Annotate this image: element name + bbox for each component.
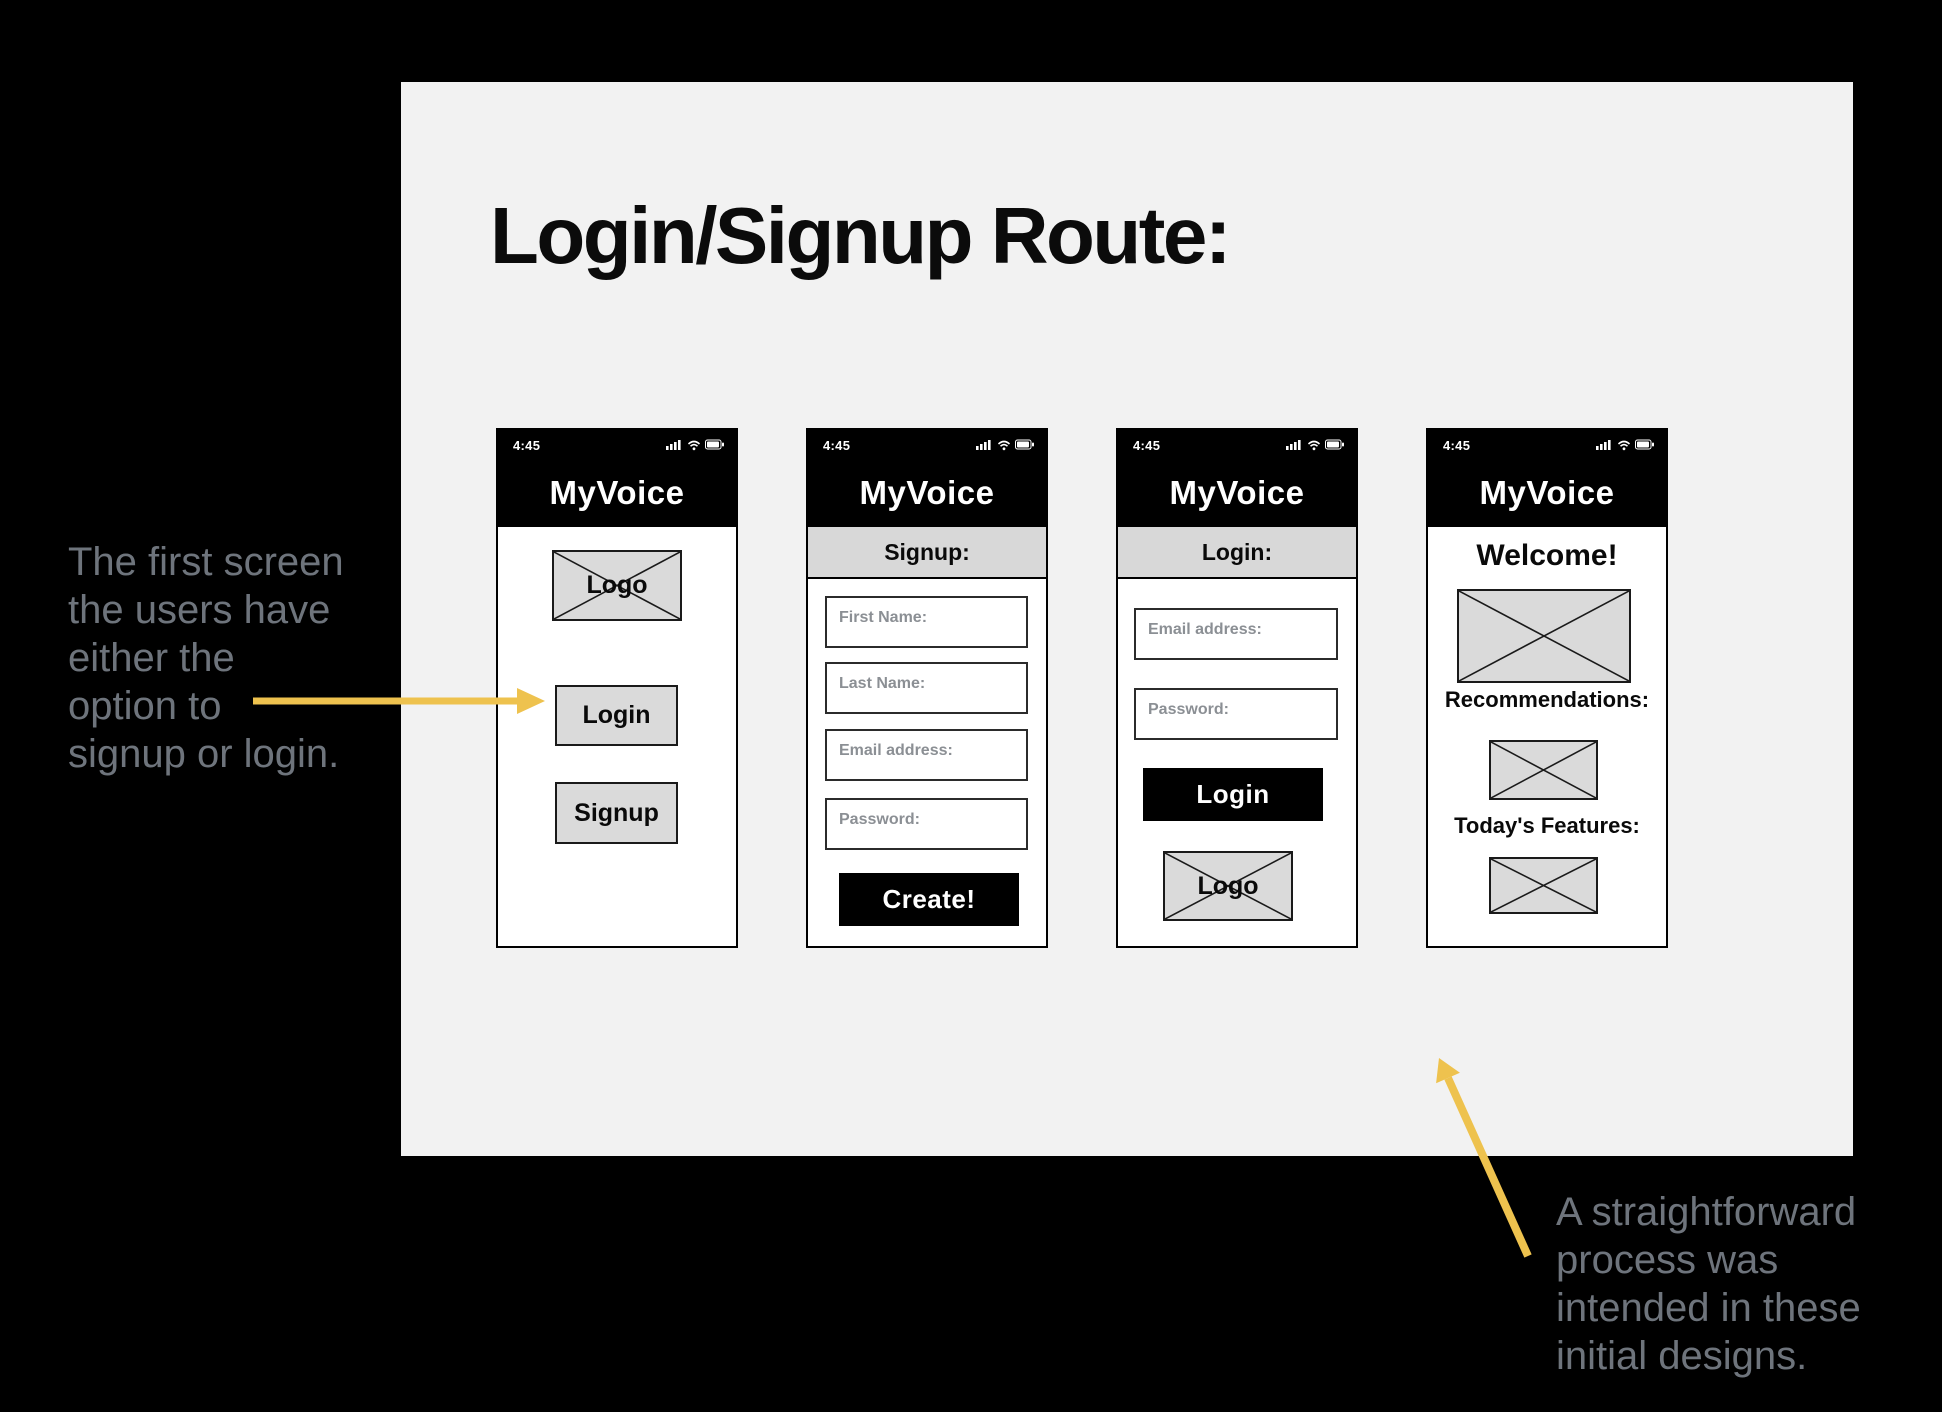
phone-header: 4:45 MyVoice (808, 430, 1046, 527)
password-field[interactable]: Password: (825, 798, 1028, 850)
todays-features-label: Today's Features: (1454, 813, 1640, 838)
app-title: MyVoice (1479, 474, 1615, 511)
placeholder-x-icon (554, 552, 680, 619)
wifi-icon (997, 440, 1011, 451)
annotation-straightforward: A straightforward process was intended i… (1556, 1190, 1861, 1378)
welcome-heading: Welcome! (1476, 539, 1618, 572)
status-time: 4:45 (1133, 438, 1161, 453)
placeholder-x-icon (1165, 853, 1291, 919)
login-button[interactable]: Login (555, 685, 678, 746)
placeholder-x-icon (1491, 859, 1596, 912)
page-title: Login/Signup Route: (490, 191, 1231, 280)
status-bar: 4:45 (808, 437, 1046, 453)
last-name-field[interactable]: Last Name: (825, 662, 1028, 714)
signup-button[interactable]: Signup (555, 782, 678, 844)
arrow-to-designs (1436, 1058, 1532, 1258)
first-name-field[interactable]: First Name: (825, 596, 1028, 648)
cellular-signal-icon (1286, 440, 1301, 450)
logo-label: Logo (1197, 871, 1259, 900)
app-title: MyVoice (549, 474, 685, 511)
status-bar: 4:45 (1118, 437, 1356, 453)
arrow-to-login-button (253, 688, 545, 714)
hero-image-placeholder (1457, 589, 1631, 683)
wifi-icon (1307, 440, 1321, 451)
logo-label: Logo (586, 571, 648, 599)
status-time: 4:45 (1443, 438, 1471, 453)
cellular-signal-icon (976, 440, 991, 450)
password-field[interactable]: Password: (1134, 688, 1338, 740)
app-title: MyVoice (859, 474, 995, 511)
battery-icon (705, 439, 724, 450)
status-time: 4:45 (513, 438, 541, 453)
phone-header: 4:45 MyVoice (1118, 430, 1356, 527)
phone-body: Logo Login Signup (498, 527, 736, 946)
logo-placeholder: Logo (552, 550, 682, 621)
phone-mockup-welcome: 4:45 MyVoice Welcome! Recommendations: T… (1426, 428, 1668, 948)
status-time: 4:45 (823, 438, 851, 453)
wifi-icon (1617, 440, 1631, 451)
placeholder-x-icon (1459, 591, 1629, 681)
annotation-first-screen: The first screen the users have either t… (68, 540, 344, 776)
phone-body: Signup: First Name: Last Name: Email add… (808, 527, 1046, 946)
phone-body: Login: Email address: Password: Login Lo… (1118, 527, 1356, 946)
battery-icon (1325, 439, 1344, 450)
signup-banner: Signup: (808, 527, 1046, 579)
login-banner: Login: (1118, 527, 1356, 579)
login-button[interactable]: Login (1143, 768, 1323, 821)
cellular-signal-icon (1596, 440, 1611, 450)
phone-header: 4:45 MyVoice (1428, 430, 1666, 527)
phone-body: Welcome! Recommendations: Today's Featur… (1428, 527, 1666, 946)
wifi-icon (687, 440, 701, 451)
recommendations-image-placeholder (1489, 740, 1598, 800)
create-button[interactable]: Create! (839, 873, 1019, 926)
logo-placeholder: Logo (1163, 851, 1293, 921)
cellular-signal-icon (666, 440, 681, 450)
recommendations-label: Recommendations: (1444, 687, 1650, 712)
phone-mockup-signup: 4:45 MyVoice Signup: First Name: Last Na… (806, 428, 1048, 948)
battery-icon (1015, 439, 1034, 450)
status-bar: 4:45 (1428, 437, 1666, 453)
email-field[interactable]: Email address: (825, 729, 1028, 781)
slide-panel: Login/Signup Route: 4:45 MyVoice Logo Lo… (401, 82, 1853, 1156)
phone-header: 4:45 MyVoice (498, 430, 736, 527)
phone-mockup-home: 4:45 MyVoice Logo Login Signup (496, 428, 738, 948)
features-image-placeholder (1489, 857, 1598, 914)
battery-icon (1635, 439, 1654, 450)
email-field[interactable]: Email address: (1134, 608, 1338, 660)
app-title: MyVoice (1169, 474, 1305, 511)
status-bar: 4:45 (498, 437, 736, 453)
phone-mockup-login: 4:45 MyVoice Login: Email address: Passw… (1116, 428, 1358, 948)
placeholder-x-icon (1491, 742, 1596, 798)
